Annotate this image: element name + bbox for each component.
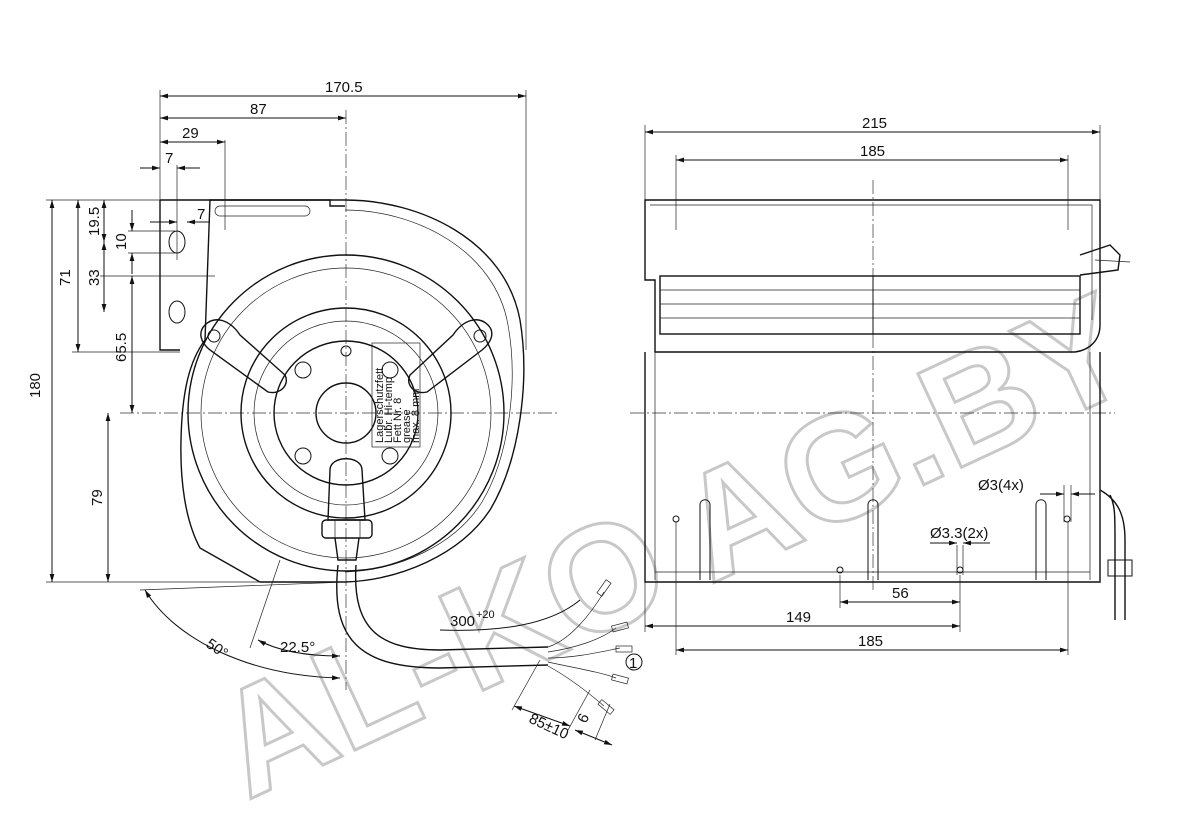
top-dimensions: 170.5 87 29 7 7 [140,79,527,350]
dim-300: 300 [450,613,475,630]
svg-text:1: 1 [629,655,637,672]
hole-callouts: Ø3(4x) Ø3.3(2x) [930,477,1095,575]
hole-d3-label: Ø3(4x) [978,477,1024,494]
dim-19-5: 19.5 [86,207,103,236]
dim-7-top: 7 [165,150,173,167]
dim-185-bottom: 185 [858,633,883,650]
motor-screws [294,361,399,465]
cable-gland [327,458,366,521]
motor-ring [240,307,452,519]
dim-71: 71 [57,269,74,286]
dim-180: 180 [27,373,44,398]
angle-50: 50° [203,635,231,662]
dim-7-slot: 7 [197,206,205,223]
svg-text:Lubr. Hi-temp: Lubr. Hi-temp [383,377,395,443]
dim-185-top: 185 [860,143,885,160]
dim-10: 10 [113,233,130,250]
housing-outline [180,199,525,583]
dim-6: 6 [574,711,593,726]
bracket-hole-lower [168,300,186,324]
label-plate: Lagerschutzfett Lubr. Hi-temp Fett Nr. 8… [371,342,422,448]
mounting-bracket [159,199,345,351]
hole-right [1063,515,1071,523]
hole-bottom-left [836,566,844,574]
dim-87: 87 [250,101,267,118]
svg-text:max. 8 mm: max. 8 mm [410,389,422,443]
hole-d3-3-label: Ø3.3(2x) [930,525,988,542]
side-housing [644,199,1101,353]
left-dimensions: 180 71 19.5 10 33 65.5 79 [27,199,260,583]
side-view: 215 185 Ø3(4x) Ø3.3(2x) 56 [630,115,1133,655]
dim-79: 79 [89,489,106,506]
dim-149: 149 [786,609,811,626]
motor-hub [315,382,377,444]
svg-text:grease: grease [401,409,413,443]
dim-300-tol: +20 [476,609,495,621]
angle-22-5: 22.5° [280,639,315,656]
dim-170-5: 170.5 [325,79,363,96]
mounting-frame [644,352,1101,583]
note-marker-circle [625,653,643,671]
support-arm-left [200,319,287,394]
inlet-ring-outer [187,254,505,572]
dim-29: 29 [182,125,199,142]
dim-85: 85±10 [526,710,571,743]
side-bottom-dimensions: 56 149 185 [644,522,1069,655]
dim-33: 33 [86,269,103,286]
dim-56: 56 [892,585,909,602]
dim-65-5: 65.5 [113,333,130,362]
wire-terminals [596,579,633,715]
svg-text:Lagerschutzfett: Lagerschutzfett [374,368,386,443]
impeller [659,275,1081,335]
motor-flange [273,340,419,486]
svg-text:Fett Nr. 8: Fett Nr. 8 [392,398,404,443]
side-top-dimensions: 215 185 [644,115,1101,230]
mounting-slot [214,205,311,217]
support-arm-right [408,319,493,394]
dim-215: 215 [862,115,887,132]
